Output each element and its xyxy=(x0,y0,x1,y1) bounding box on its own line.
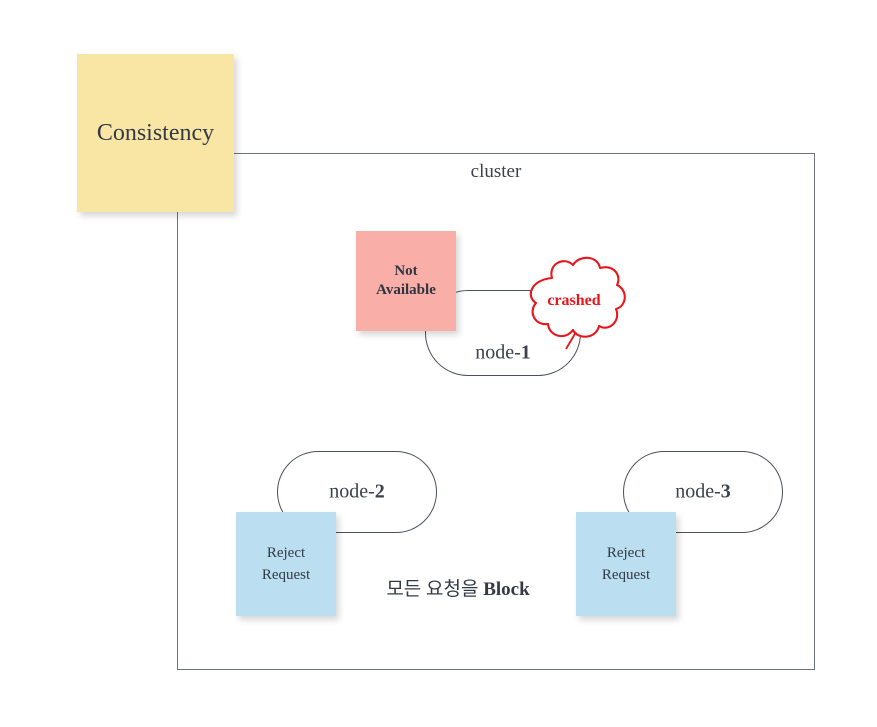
not-available-sticky-note[interactable]: Not Available xyxy=(356,231,456,331)
not-available-line2: Available xyxy=(376,282,436,298)
not-available-line1: Not xyxy=(394,263,418,279)
crashed-cloud-icon xyxy=(518,252,630,350)
reject-line2-node-2: Request xyxy=(261,567,311,583)
reject-request-text-node-3: Reject Request xyxy=(602,542,650,586)
block-all-requests-annotation: 모든 요청을 Block xyxy=(358,574,558,601)
not-available-text: Not Available xyxy=(376,262,436,300)
annotation-plain-text: 모든 요청을 xyxy=(386,579,484,600)
cluster-label: cluster xyxy=(470,161,522,182)
consistency-sticky-note[interactable]: Consistency xyxy=(77,54,234,212)
reject-request-sticky-note-node-3[interactable]: Reject Request xyxy=(576,512,676,616)
consistency-label: Consistency xyxy=(96,119,215,146)
reject-line2-node-3: Request xyxy=(601,567,651,583)
reject-line1-node-2: Reject xyxy=(266,545,306,561)
reject-request-text-node-2: Reject Request xyxy=(262,542,310,586)
annotation-bold-text: Block xyxy=(483,579,530,600)
reject-request-sticky-note-node-2[interactable]: Reject Request xyxy=(236,512,336,616)
cluster-boundary-box xyxy=(177,153,815,670)
reject-line1-node-3: Reject xyxy=(606,545,646,561)
